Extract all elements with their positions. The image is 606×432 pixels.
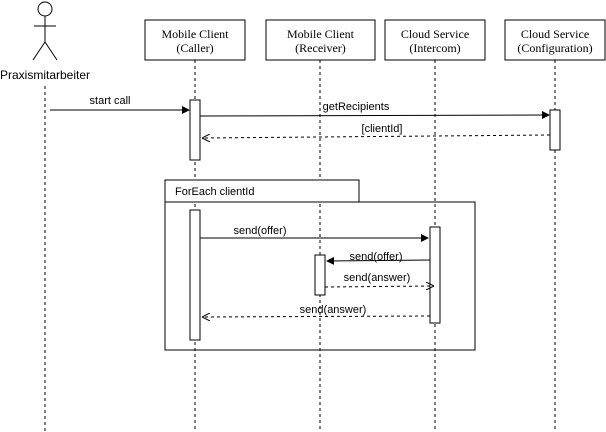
caller-activation-loop bbox=[189, 209, 201, 341]
message-arrow bbox=[324, 286, 433, 287]
participant-subtitle: (Configuration) bbox=[517, 41, 592, 55]
participant-box bbox=[265, 19, 376, 61]
message-send-offer-intercom: send(offer) bbox=[200, 225, 429, 242]
message-label: send(answer) bbox=[300, 304, 367, 316]
actor-right-leg bbox=[44, 41, 58, 61]
participant-title: Cloud Service bbox=[521, 27, 589, 41]
actor-left-leg bbox=[32, 41, 46, 61]
message-label: getRecipients bbox=[323, 101, 390, 113]
message-send-answer-caller: send(answer) bbox=[203, 304, 431, 317]
participant-title: Mobile Client bbox=[287, 27, 355, 41]
participant-subtitle: (Caller) bbox=[176, 41, 213, 55]
message-arrow bbox=[326, 256, 431, 265]
participant-caller: Mobile Client (Caller) bbox=[144, 19, 246, 61]
participant-title: Mobile Client bbox=[162, 27, 230, 41]
message-get-recipients: getRecipients bbox=[199, 101, 550, 120]
loop-frame-label: ForEach clientId bbox=[175, 186, 254, 198]
actor-praxismitarbeiter: Praxismitarbeiter bbox=[0, 1, 90, 82]
message-label: [clientId] bbox=[362, 123, 403, 135]
receiver-activation bbox=[314, 254, 326, 296]
participant-subtitle: (Intercom) bbox=[409, 41, 460, 55]
actor-label: Praxismitarbeiter bbox=[0, 68, 90, 82]
loop-frame-tab bbox=[164, 179, 360, 203]
message-label: start call bbox=[90, 95, 131, 107]
intercom-activation bbox=[429, 226, 441, 324]
actor-head-icon bbox=[37, 1, 53, 17]
loop-frame: ForEach clientId bbox=[164, 179, 476, 351]
participant-receiver: Mobile Client (Receiver) bbox=[265, 19, 376, 61]
participant-configuration: Cloud Service (Configuration) bbox=[504, 19, 606, 61]
message-label: send(offer) bbox=[234, 225, 287, 237]
message-arrow bbox=[203, 316, 431, 317]
message-arrow bbox=[199, 111, 550, 120]
message-arrow bbox=[203, 135, 551, 138]
participant-box bbox=[144, 19, 246, 61]
message-label: send(offer) bbox=[350, 251, 403, 263]
message-client-id-return: [clientId] bbox=[203, 123, 551, 138]
participant-title: Cloud Service bbox=[401, 27, 469, 41]
message-start-call: start call bbox=[50, 95, 190, 114]
participant-subtitle: (Receiver) bbox=[295, 41, 346, 55]
message-send-offer-receiver: send(offer) bbox=[326, 251, 431, 265]
participant-intercom: Cloud Service (Intercom) bbox=[384, 19, 486, 61]
configuration-activation bbox=[549, 109, 561, 151]
caller-activation-top bbox=[189, 99, 201, 161]
message-send-answer-intercom: send(answer) bbox=[324, 272, 433, 287]
message-label: send(answer) bbox=[344, 272, 411, 284]
